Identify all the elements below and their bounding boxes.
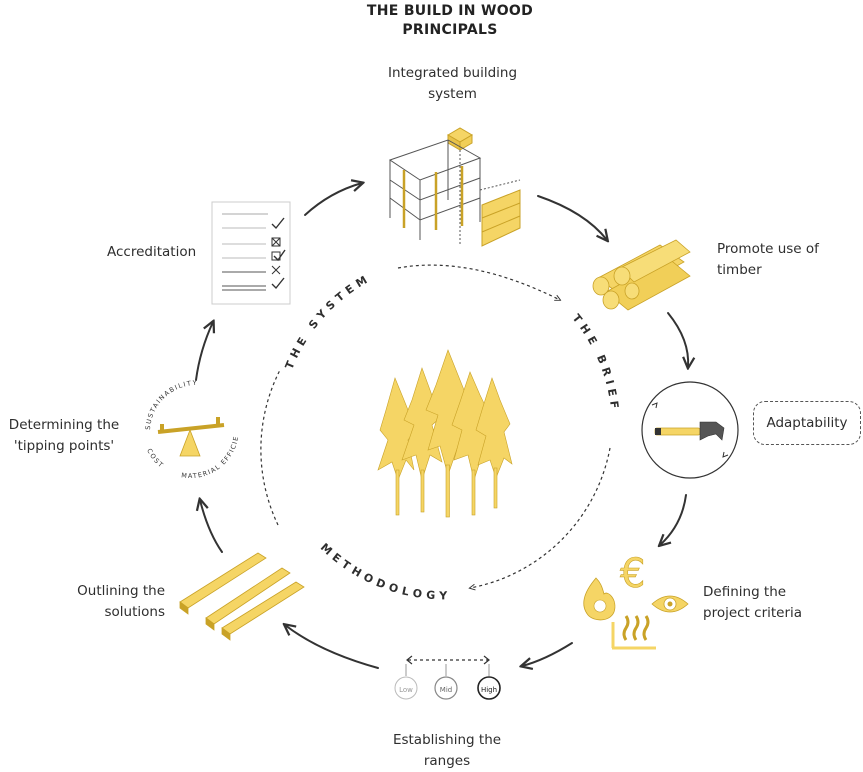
arrow-adaptability-to-criteria [660, 494, 687, 545]
arrow-solutions-to-tipping [200, 500, 223, 553]
inner-label-methodology: METHODOLOGY [318, 541, 452, 603]
label-integrated-building-system: Integrated building system [370, 63, 535, 105]
seesaw-icon: SUSTAINABILITY COST MATERIAL EFFICIENCY [0, 0, 240, 480]
label-criteria-line-2: project criteria [703, 605, 803, 621]
seesaw-label-sustainability: SUSTAINABILITY [144, 379, 198, 430]
inner-dashed-arc-top [397, 264, 560, 300]
adaptability-box: Adaptability [753, 401, 861, 445]
criteria-icons: € [583, 551, 689, 650]
label-adaptability: Adaptability [766, 415, 848, 431]
label-integrated-line-1: Integrated building [387, 65, 518, 81]
range-high-label: High [481, 686, 497, 694]
range-high-circle [477, 676, 501, 700]
label-criteria-line-1: Defining the [703, 584, 787, 600]
label-integrated-line-2: system [428, 86, 477, 102]
range-mid-label: Mid [440, 686, 452, 694]
adaptability-circle [641, 381, 739, 479]
label-establishing-ranges: Establishing the ranges [372, 730, 522, 772]
label-promote-timber: Promote use of timber [717, 239, 819, 281]
arrow-tipping-to-accreditation [195, 322, 213, 381]
range-low-circle [394, 676, 418, 700]
seesaw-label-material: MATERIAL EFFICIENCY [0, 0, 240, 480]
label-promote-line-2: timber [717, 262, 762, 278]
title-line-1: THE BUILD IN WOOD [366, 3, 534, 19]
timber-logs-icon [592, 239, 691, 311]
forest-icon [377, 349, 513, 518]
arrow-ranges-to-solutions [285, 625, 379, 669]
timber-beams-icon [179, 552, 305, 641]
label-tipping-line-1: Determining the [8, 417, 120, 433]
label-solutions-line-2: solutions [104, 604, 166, 620]
label-accreditation: Accreditation [107, 244, 197, 260]
range-mid-circle [434, 676, 458, 700]
label-ranges-line-2: ranges [423, 753, 471, 769]
range-low-label: Low [399, 686, 413, 694]
inner-label-the-system: THE SYSTEM [283, 271, 374, 371]
diagram-title: THE BUILD IN WOOD PRINCIPALS [290, 2, 610, 40]
title-line-2: PRINCIPALS [402, 22, 498, 38]
range-scale-icon: Low Mid High [394, 655, 501, 700]
hammer-cycle-icon [641, 381, 739, 479]
building-frame-icon [388, 127, 521, 247]
label-outlining-solutions: Outlining the solutions [52, 581, 165, 623]
label-project-criteria: Defining the project criteria [703, 582, 802, 624]
arrow-timber-to-adaptability [667, 312, 688, 367]
label-ranges-line-1: Establishing the [392, 732, 502, 748]
label-tipping-points: Determining the 'tipping points' [4, 415, 124, 457]
label-promote-line-1: Promote use of [717, 241, 819, 257]
arrow-criteria-to-ranges [522, 642, 573, 666]
seesaw-label-cost: COST [145, 447, 165, 470]
label-solutions-line-1: Outlining the [77, 583, 165, 599]
eye-icon [651, 595, 689, 613]
inner-dashed-arc-left [260, 369, 281, 526]
label-tipping-line-2: 'tipping points' [13, 438, 115, 454]
inner-label-the-brief: THE BRIEF [570, 312, 622, 414]
euro-icon: € [620, 551, 645, 597]
checklist-icon [211, 201, 291, 305]
heat-icon [611, 615, 656, 650]
inner-dashed-arc-right [470, 447, 611, 588]
arrow-system-to-timber [537, 195, 607, 240]
arrow-accreditation-to-system [304, 183, 362, 216]
fire-icon [583, 577, 616, 621]
